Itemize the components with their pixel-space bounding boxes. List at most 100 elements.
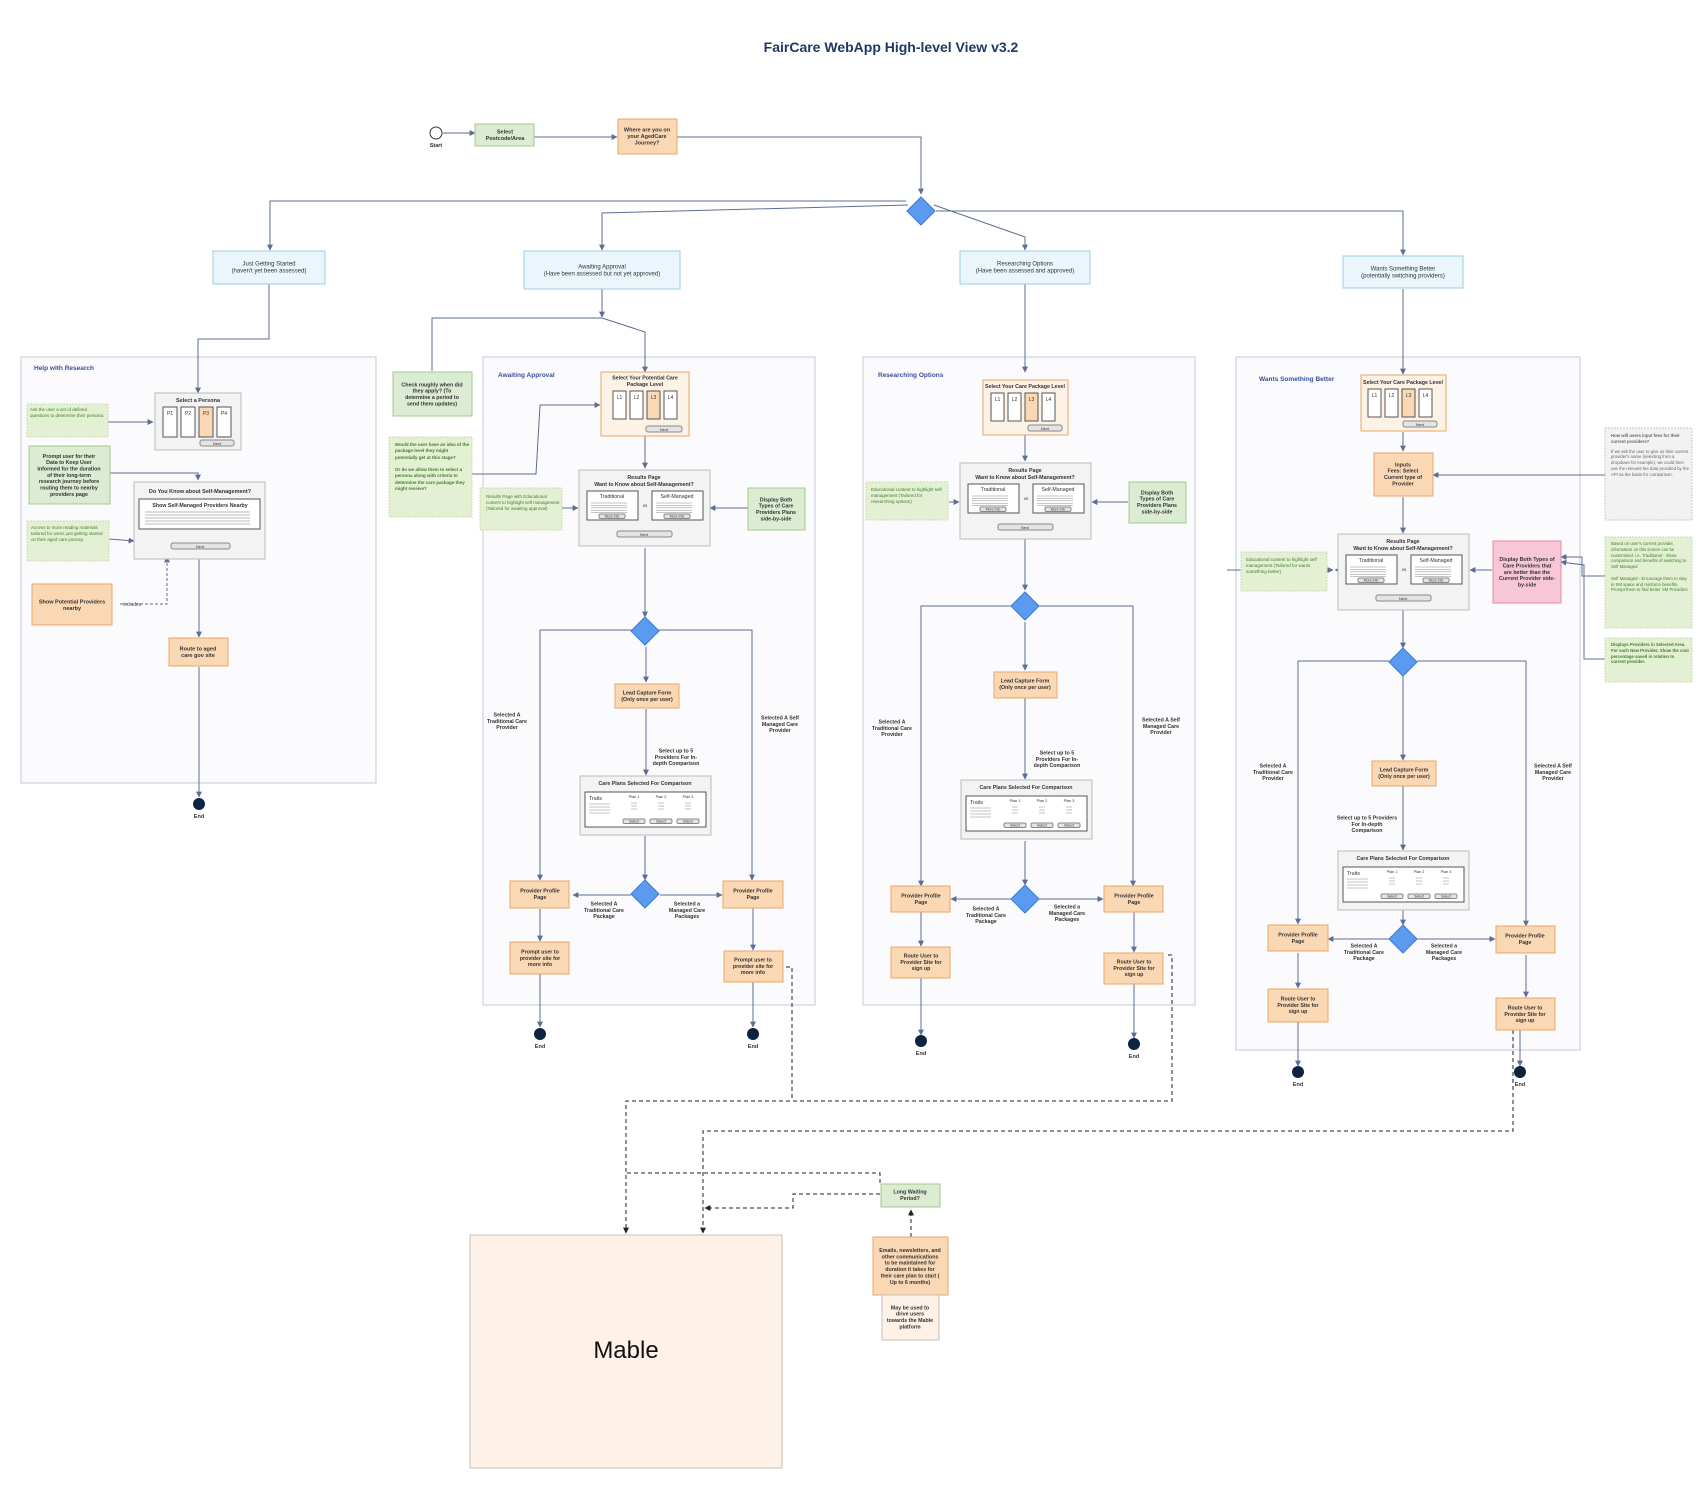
aw-plans-traits: Traits (589, 796, 602, 802)
aw-level-card-l4[interactable] (663, 390, 678, 420)
aw-display-both-node (747, 487, 806, 531)
aw-plan-1-select-button[interactable] (622, 818, 646, 824)
bt-end-trad-label: End (1293, 1082, 1303, 1088)
bt-level-card-l3[interactable] (1401, 388, 1416, 418)
persona-card-p3[interactable] (198, 406, 214, 438)
selfmgmt-next-label: Next (196, 544, 205, 549)
bt-level-card-l4[interactable] (1418, 388, 1433, 418)
persona-card-p4[interactable] (216, 406, 232, 438)
bt-care-plans-screen: Care Plans Selected For ComparisonTraits… (1337, 850, 1470, 911)
aw-level-card-l2[interactable] (629, 390, 644, 420)
persona-title: Select a Persona (176, 398, 221, 404)
rs-level-card-l4[interactable] (1041, 392, 1056, 422)
bt-plan-1-select-label: Select (1387, 895, 1397, 899)
bt-results-self-more-info-label: More Info (1429, 579, 1444, 583)
bt-plan-3-select-label: Select (1441, 895, 1451, 899)
bt-level-next-button[interactable] (1402, 420, 1438, 428)
rs-plan-1-select-button[interactable] (1003, 822, 1027, 828)
bt-lead-form-label: Lead Capture Form(Only once per user) (1378, 768, 1430, 780)
bt-results-next-button[interactable] (1375, 594, 1432, 602)
aw-results-trad-more-info-button[interactable] (598, 513, 626, 519)
rs-level-label: L4 (1046, 397, 1052, 403)
bt-plan-1-select-button[interactable] (1380, 893, 1404, 899)
rs-display-both-node (1128, 481, 1187, 524)
persona-next-button[interactable] (199, 439, 235, 447)
bt-results-self-more-info-button[interactable] (1422, 577, 1450, 583)
aw-results-next-button[interactable] (616, 530, 673, 538)
note-displays-providers (1604, 637, 1693, 683)
rs-end-trad-label: End (916, 1051, 926, 1057)
bt-decision-1 (1388, 647, 1418, 677)
aw-plan-2-select-button[interactable] (649, 818, 673, 824)
aw-level-card-l1[interactable] (612, 390, 627, 420)
bt-plans-title: Care Plans Selected For Comparison (1356, 856, 1449, 862)
rs-level-next-button[interactable] (1027, 424, 1063, 432)
rs-results-self-more-info-button[interactable] (1044, 506, 1072, 512)
bt-results-sub: Want to Know about Self-Management? (1353, 546, 1453, 552)
rs-level-card-l3[interactable] (1024, 392, 1039, 422)
category-better (1342, 255, 1464, 289)
aw-plan-3-select-button[interactable] (676, 818, 700, 824)
bt-level-title: Select Your Care Package Level (1363, 380, 1443, 386)
aw-level-card-l3[interactable] (646, 390, 661, 420)
rs-plan-3-select-button[interactable] (1057, 822, 1081, 828)
bt-inputs-node (1373, 452, 1434, 497)
rs-level-card-l2[interactable] (1007, 392, 1022, 422)
bt-plan-2-label: Plan 2 (1414, 870, 1425, 874)
rs-plan-2-select-button[interactable] (1030, 822, 1054, 828)
bt-plan-2-select-button[interactable] (1407, 893, 1431, 899)
rs-results-title: Results Page (1008, 468, 1041, 474)
note-ask-persona-text: Ask the user a set of defined questions … (30, 407, 104, 418)
rs-results-vs: vs (1024, 496, 1029, 501)
rs-results-trad-label: Traditional (981, 487, 1006, 493)
includes-label: includes (123, 602, 142, 608)
aw-plan-2-select-label: Select (656, 820, 666, 824)
persona-p1-label: P1 (167, 411, 173, 417)
selfmgmt-next-button[interactable] (170, 542, 231, 550)
bt-level-card-l2[interactable] (1384, 388, 1399, 418)
bt-plan-2-select-label: Select (1414, 895, 1424, 899)
bt-route-self-node (1495, 997, 1556, 1031)
rs-results-trad-more-info-label: More Info (986, 508, 1001, 512)
persona-card-p2[interactable] (180, 406, 196, 438)
rs-level-card-l1[interactable] (990, 392, 1005, 422)
bt-level-card-l1[interactable] (1367, 388, 1382, 418)
rs-results-next-label: Next (1021, 525, 1030, 530)
category-just-started-label: Just Getting Started(haven't yet been as… (232, 262, 307, 275)
bt-level-label: L1 (1372, 393, 1378, 399)
rs-level-label: L1 (995, 397, 1001, 403)
bt-end-trad (1292, 1066, 1304, 1078)
rs-results-next-button[interactable] (997, 523, 1054, 531)
aw-results-self-more-info-button[interactable] (663, 513, 691, 519)
bt-display-better-node (1492, 540, 1562, 604)
aw-care-plans-screen: Care Plans Selected For ComparisonTraits… (579, 775, 712, 836)
bt-level-label: L4 (1423, 393, 1429, 399)
aw-end-self (747, 1028, 759, 1040)
persona-next-label: Next (213, 441, 222, 446)
mable-platform-box (469, 1234, 783, 1469)
aw-end-trad-label: End (535, 1044, 545, 1050)
select-postcode-node (474, 123, 535, 147)
note-package-idea-text: Would the user have an idea of the packa… (395, 442, 469, 491)
bt-plan-3-select-button[interactable] (1434, 893, 1458, 899)
aw-profile-self-node (722, 880, 784, 909)
category-researching (959, 250, 1091, 285)
bt-results-trad-more-info-button[interactable] (1357, 577, 1385, 583)
rs-end-trad (915, 1035, 927, 1047)
bt-level-label: L3 (1406, 393, 1412, 399)
persona-card-p1[interactable] (162, 406, 178, 438)
rs-plan-1-select-label: Select (1010, 824, 1020, 828)
rs-results-trad-more-info-button[interactable] (979, 506, 1007, 512)
persona-p2-label: P2 (185, 411, 191, 417)
note-bt-edu (1240, 551, 1328, 592)
rs-plan-2-label: Plan 2 (1037, 799, 1048, 803)
aw-level-next-button[interactable] (645, 425, 683, 433)
